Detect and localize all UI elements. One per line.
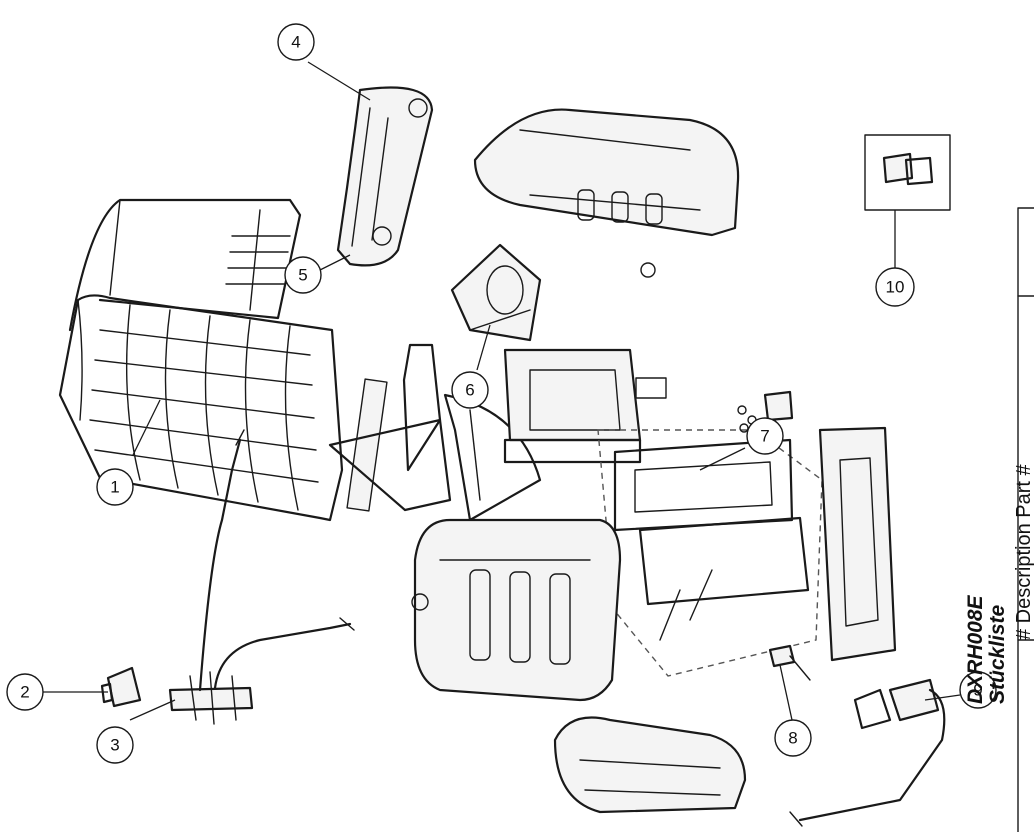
parts-list-table: # Description Part # DXRH008E Stückliste: [964, 207, 1034, 832]
part-7-group: [597, 429, 823, 677]
parts-list-title: Stückliste: [986, 604, 1009, 704]
svg-text:10: 10: [886, 278, 905, 297]
svg-text:3: 3: [110, 736, 119, 755]
parts-list-header: # Description Part #: [1013, 463, 1034, 640]
callout-6: 6: [451, 371, 489, 409]
svg-text:7: 7: [760, 427, 769, 446]
part-valve-assembly: [168, 429, 355, 725]
part-pilot-assembly: [789, 426, 946, 827]
callout-10: 10: [875, 267, 915, 307]
callout-5: 5: [284, 256, 322, 294]
parts-list-model: DXRH008E: [964, 594, 987, 704]
part-guard-rear-frame: [68, 198, 302, 332]
part-burner-disk: [450, 243, 542, 342]
svg-text:2: 2: [20, 683, 29, 702]
part-front-housing: [411, 518, 622, 702]
part-carry-handle: [336, 86, 434, 267]
callout-3: 3: [96, 726, 134, 764]
part-igniter: [768, 644, 811, 681]
part-burner-box: [503, 348, 667, 464]
svg-text:9: 9: [973, 681, 982, 700]
callout-7: 7: [746, 417, 784, 455]
svg-text:8: 8: [788, 729, 797, 748]
part-back-shell: [473, 108, 740, 278]
part-heater-guard: [58, 294, 388, 522]
svg-text:1: 1: [110, 478, 119, 497]
callout-1: 1: [96, 468, 134, 506]
callout-2: 2: [6, 673, 44, 711]
callout-9: 9: [959, 671, 997, 709]
callout-4: 4: [277, 23, 315, 61]
svg-text:6: 6: [465, 381, 474, 400]
svg-text:5: 5: [298, 266, 307, 285]
part-front-grill: [553, 716, 747, 814]
part-10-inset: [864, 134, 951, 211]
leader-lines: [42, 61, 961, 721]
part-control-knob: [100, 666, 142, 708]
svg-text:4: 4: [291, 33, 300, 52]
callout-8: 8: [774, 719, 812, 757]
